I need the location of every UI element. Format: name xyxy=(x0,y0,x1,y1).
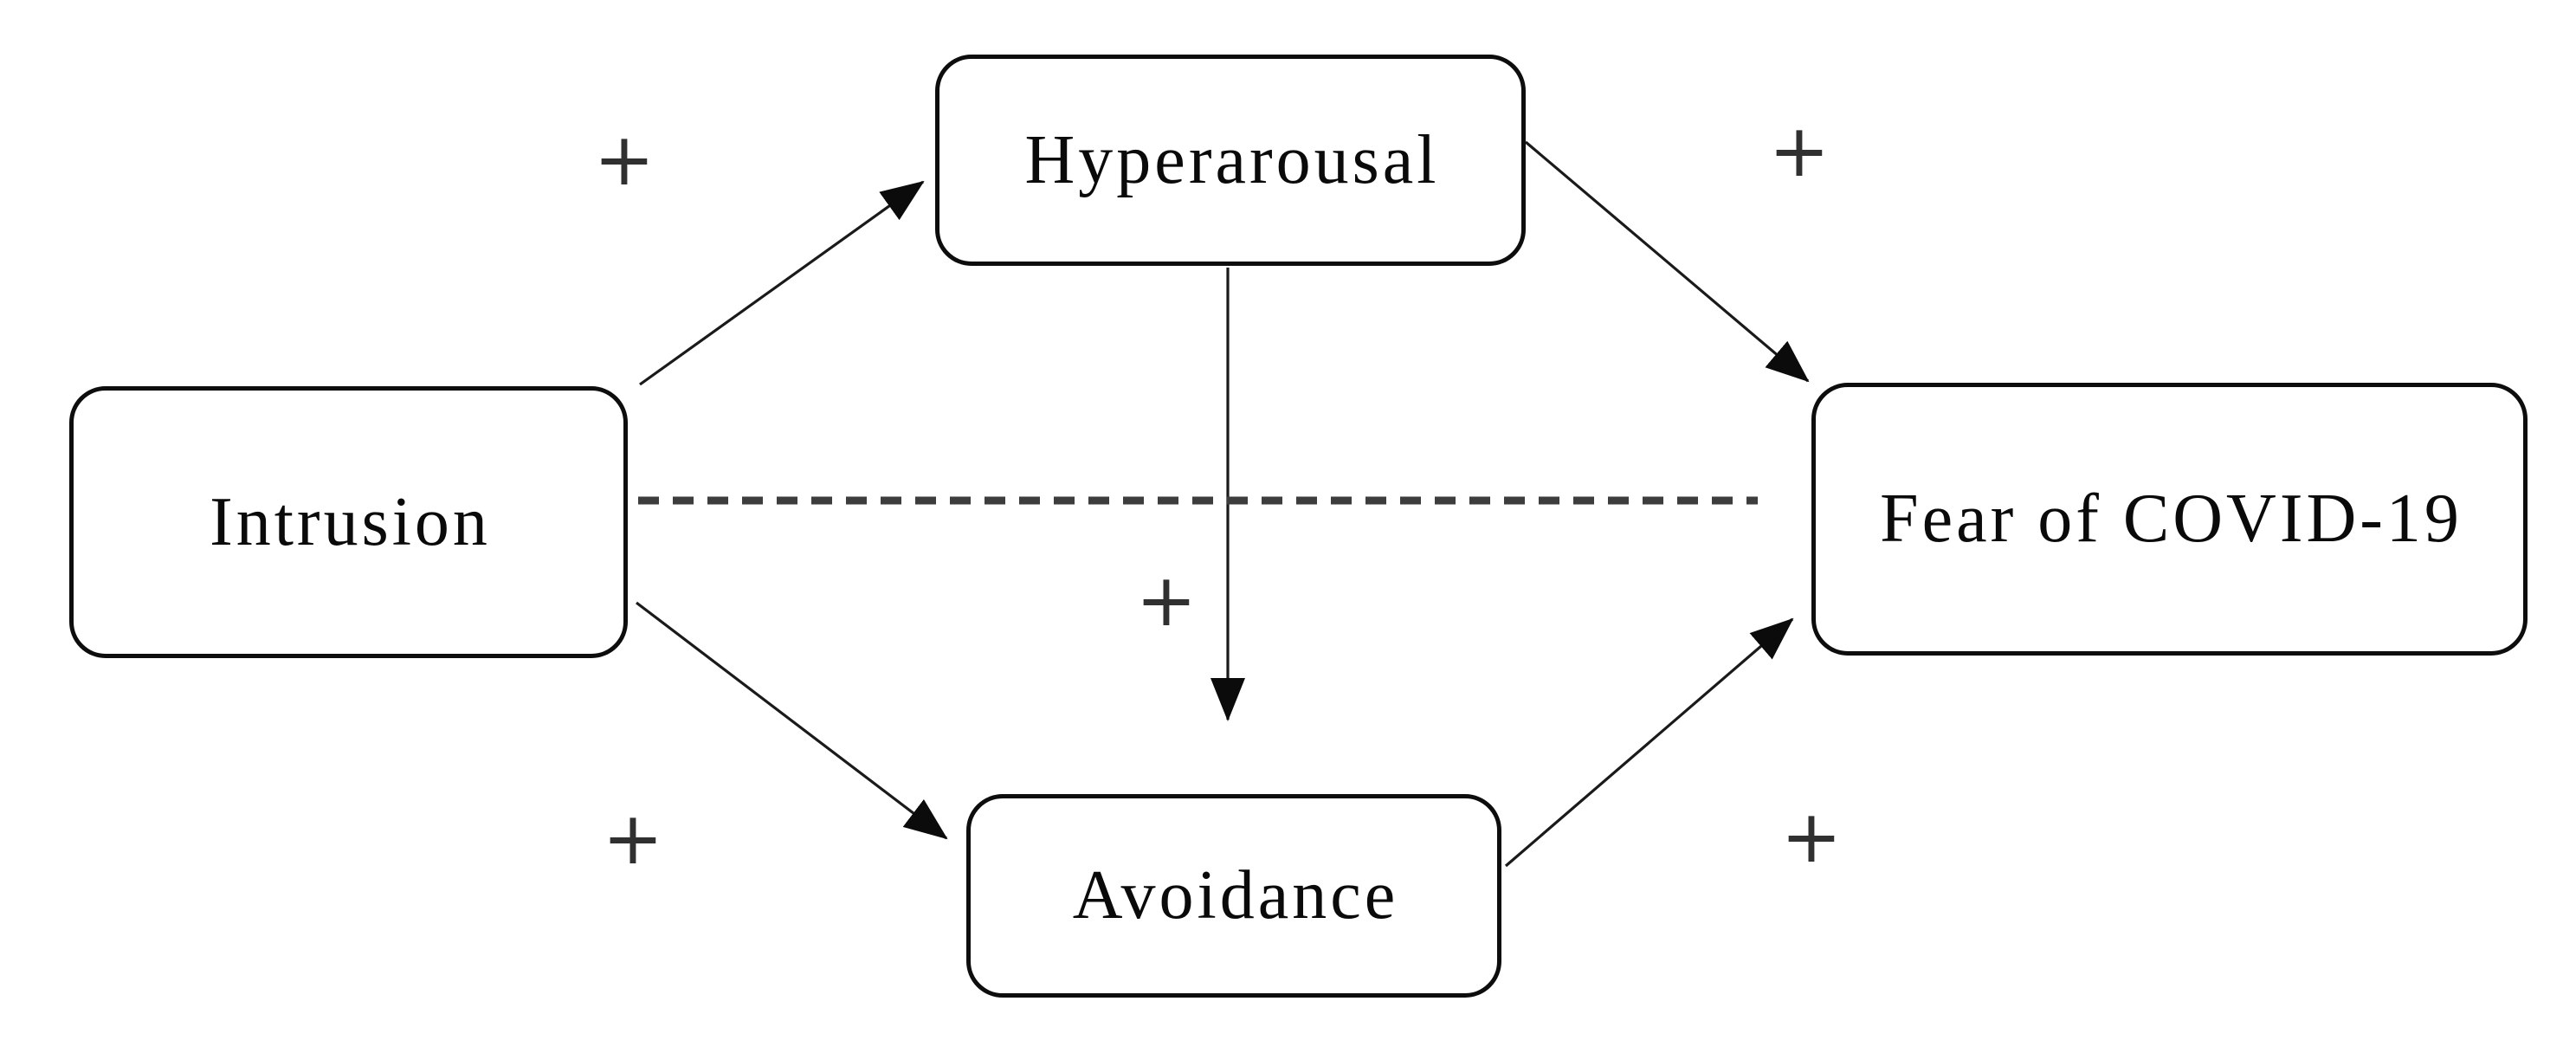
node-fear-of-covid19-label: Fear of COVID-19 xyxy=(1880,481,2463,557)
sign-intrusion-hyperarousal: + xyxy=(593,117,655,202)
node-fear-of-covid19: Fear of COVID-19 xyxy=(1811,383,2528,656)
sign-avoidance-fear: + xyxy=(1780,794,1843,879)
edge-intrusion-avoidance xyxy=(636,601,948,840)
sign-hyperarousal-fear: + xyxy=(1768,108,1830,193)
node-intrusion: Intrusion xyxy=(69,386,628,658)
sign-intrusion-avoidance: + xyxy=(602,796,664,881)
node-avoidance-label: Avoidance xyxy=(1072,857,1399,933)
node-avoidance: Avoidance xyxy=(966,794,1501,998)
sign-hyperarousal-avoidance: + xyxy=(1135,558,1198,643)
edge-hyperarousal-fear xyxy=(1524,140,1810,383)
node-intrusion-label: Intrusion xyxy=(210,483,491,560)
node-hyperarousal-label: Hyperarousal xyxy=(1024,121,1440,198)
node-hyperarousal: Hyperarousal xyxy=(935,55,1526,266)
edge-intrusion-hyperarousal xyxy=(639,180,925,386)
edge-avoidance-fear xyxy=(1504,617,1794,868)
